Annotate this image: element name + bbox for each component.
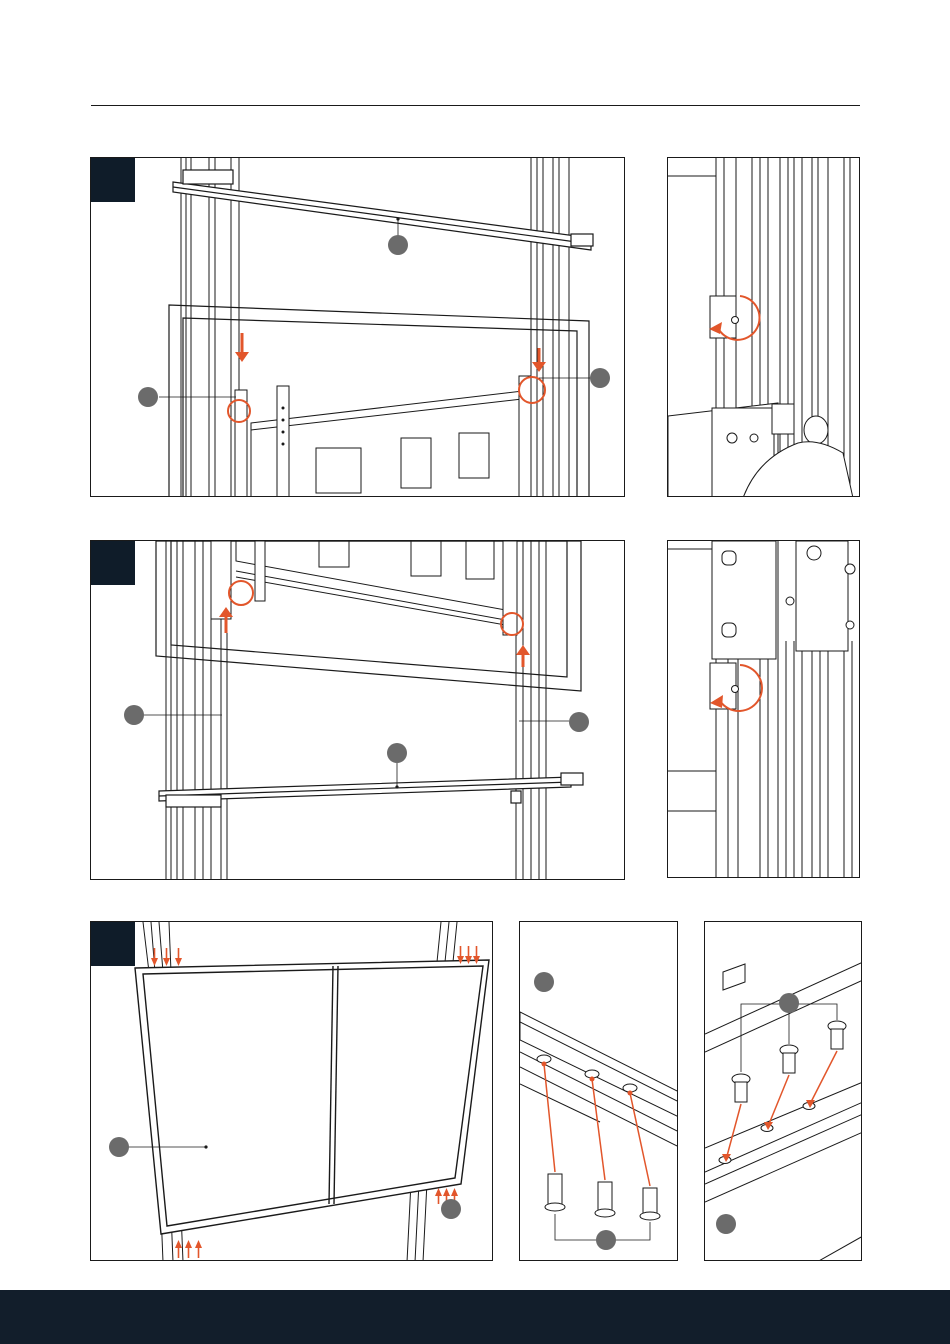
callout-marker — [387, 743, 407, 763]
step-tab — [91, 158, 135, 202]
step-tab — [91, 541, 135, 585]
screw-icon — [545, 1174, 565, 1211]
callout-marker — [596, 1230, 616, 1250]
screw-icon — [732, 1074, 750, 1102]
step-b-main-panel — [90, 540, 625, 880]
step-c-detail-panel-a — [519, 921, 678, 1261]
callout-marker — [716, 1214, 736, 1234]
callout-marker — [388, 235, 408, 255]
callout-marker — [534, 972, 554, 992]
bracket-rotate-detail-2 — [668, 541, 860, 878]
step-a-main-panel — [90, 157, 625, 497]
rail-hanging-illustration — [91, 158, 625, 497]
step-c-detail-panel-b — [704, 921, 862, 1261]
screw-fasten-detail — [705, 922, 862, 1261]
screw-icon — [640, 1188, 660, 1220]
callout-marker — [109, 1137, 129, 1157]
callout-marker — [779, 993, 799, 1013]
step-a-detail-panel — [667, 157, 860, 497]
callout-marker — [138, 387, 158, 407]
down-arrow-icon — [235, 333, 249, 362]
step-c-main-panel — [90, 921, 493, 1261]
screw-icon — [828, 1021, 846, 1049]
callout-marker — [569, 712, 589, 732]
rail-lift-illustration — [91, 541, 625, 880]
down-arrow-icon — [532, 348, 546, 372]
callout-marker — [590, 368, 610, 388]
screw-icon — [595, 1182, 615, 1217]
screw-insert-detail — [520, 922, 678, 1261]
callout-marker — [124, 705, 144, 725]
screw-icon — [780, 1045, 798, 1073]
bracket-rotate-detail — [668, 158, 860, 497]
header-rule — [91, 105, 860, 106]
up-arrow-icon — [516, 645, 530, 667]
callout-marker — [441, 1199, 461, 1219]
display-mount-illustration — [91, 922, 493, 1261]
step-b-detail-panel — [667, 540, 860, 878]
step-tab — [91, 922, 135, 966]
page-footer-bar — [0, 1290, 950, 1344]
